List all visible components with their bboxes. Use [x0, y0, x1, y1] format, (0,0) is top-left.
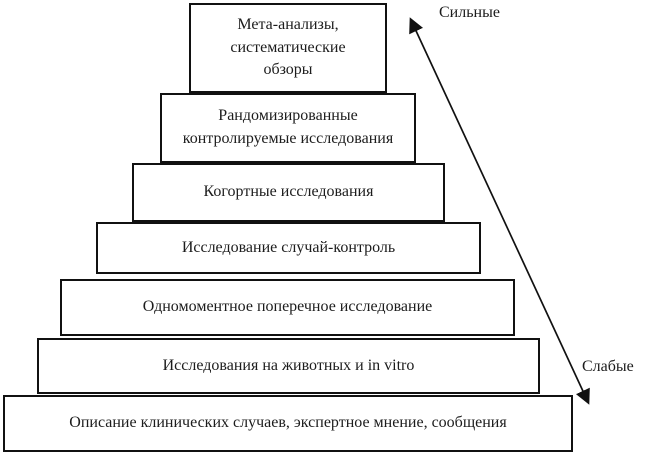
- pyramid-level-label: Мета-анализы, систематические обзоры: [230, 15, 346, 79]
- pyramid-level-meta-analyses: Мета-анализы, систематические обзоры: [189, 3, 387, 93]
- weak-end-label: Слабые: [582, 358, 634, 375]
- pyramid-level-label: Рандомизированные контролируемые исследо…: [182, 107, 394, 147]
- pyramid-level-cohort-studies: Когортные исследования: [132, 163, 445, 222]
- pyramid-level-animal-in-vitro: Исследования на животных и in vitro: [37, 338, 540, 394]
- pyramid-level-label: Когортные исследования: [203, 183, 374, 201]
- pyramid-level-randomized-controlled-trials: Рандомизированные контролируемые исследо…: [160, 93, 416, 163]
- pyramid-level-case-reports-expert-opinion: Описание клинических случаев, экспертное…: [3, 395, 573, 452]
- strong-end-label: Сильные: [439, 4, 500, 21]
- pyramid-level-label: Исследование случай-контроль: [181, 238, 396, 256]
- pyramid-level-cross-sectional: Одномоментное поперечное исследование: [60, 279, 515, 336]
- pyramid-level-label: Исследования на животных и in vitro: [162, 356, 415, 374]
- pyramid-level-case-control: Исследование случай-контроль: [96, 222, 481, 274]
- pyramid-level-label: Одномоментное поперечное исследование: [142, 298, 433, 316]
- pyramid-level-label: Описание клинических случаев, экспертное…: [69, 414, 507, 432]
